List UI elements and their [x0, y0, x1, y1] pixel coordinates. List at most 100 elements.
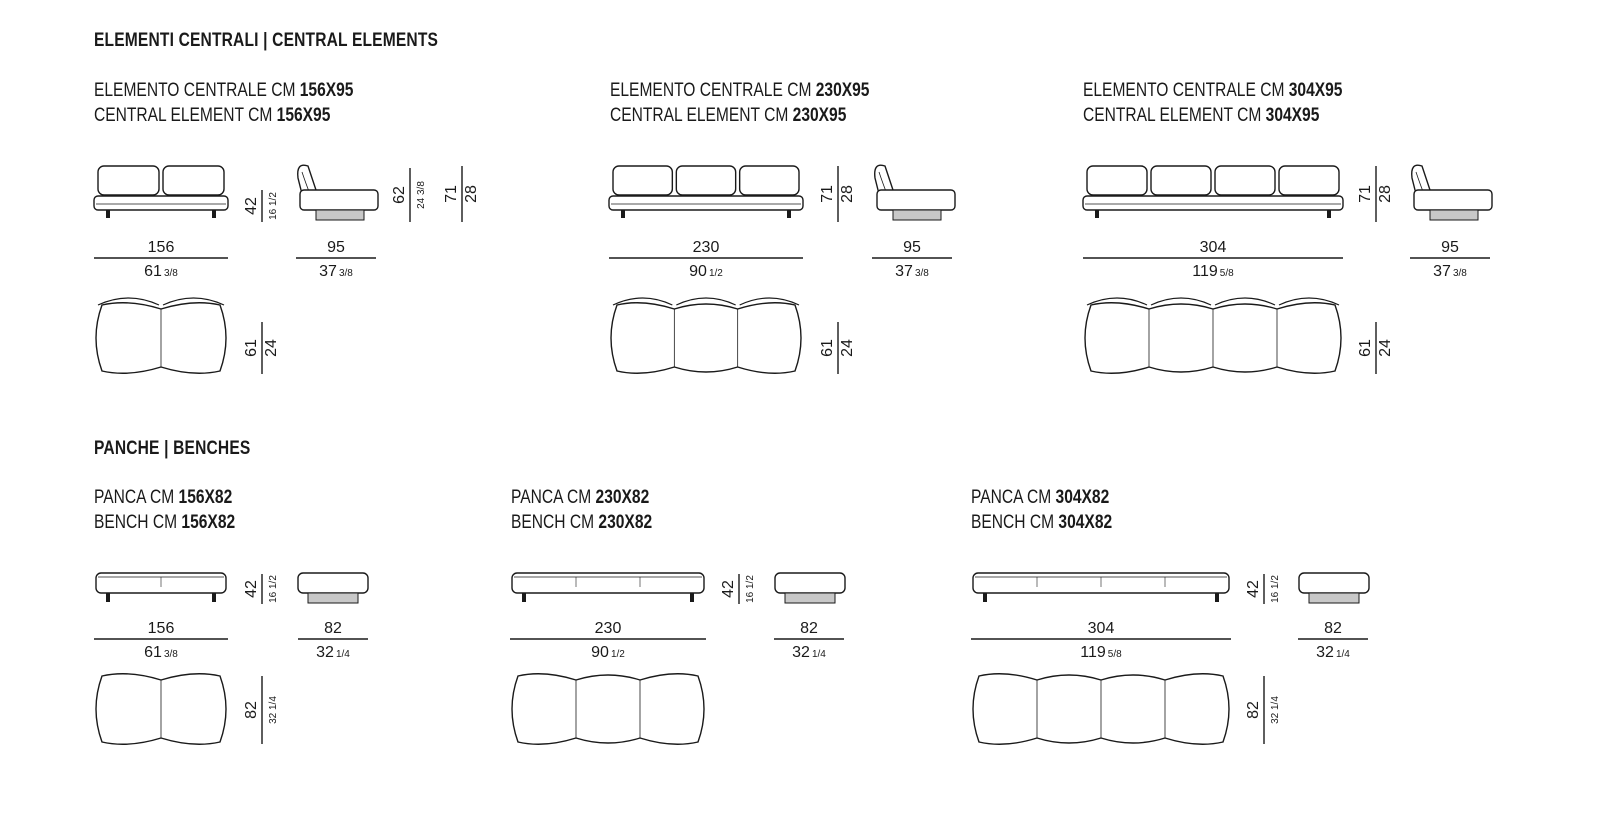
central-230-plan-view [610, 302, 802, 374]
central-156-seat-base [93, 195, 229, 211]
product-title-bench-304: PANCA CM 304X82 BENCH CM 304X82 [971, 487, 1113, 533]
central-156-back-cushion [162, 165, 225, 196]
bench-230-front-width-cm: 230 [595, 620, 622, 637]
central-230-plan-depth-cm: 61 [819, 339, 836, 357]
central-156-front-width-cm: 156 [148, 239, 175, 256]
product-title-bench-156: PANCA CM 156X82 BENCH CM 156X82 [94, 487, 236, 533]
central-230-leg [621, 210, 625, 218]
section-title-central: ELEMENTI CENTRALI | CENTRAL ELEMENTS [94, 30, 439, 51]
bench-230-plan-view [511, 673, 705, 745]
bench-156-plan-view [95, 673, 227, 745]
bench-230-side-width-cm: 82 [800, 620, 818, 637]
product-title-bench-230: PANCA CM 230X82 BENCH CM 230X82 [511, 487, 653, 533]
bench-304-front-width-cm: 304 [1088, 620, 1115, 637]
central-230-height-cm: 71 [819, 185, 836, 203]
central-304-plan-depth-cm: 61 [1357, 339, 1374, 357]
central-304-front-width-cm: 304 [1200, 239, 1227, 256]
bench-156-leg [106, 593, 110, 602]
bench-156-leg [212, 593, 216, 602]
bench-156-bench-plinth [307, 592, 359, 604]
product-title-central-156: ELEMENTO CENTRALE CM 156X95 CENTRAL ELEM… [94, 80, 354, 126]
central-304-plan-back-cushion [1214, 297, 1276, 306]
central-230-plan-outline [610, 302, 802, 374]
central-230-side-view [874, 164, 956, 221]
central-156-plinth [315, 209, 365, 221]
central-304-back-cushion [1214, 165, 1276, 196]
bench-230-bench-top [511, 572, 705, 594]
central-156-total-height-cm: 71 [443, 185, 460, 203]
bench-156-bench-side-top [297, 572, 369, 594]
bench-304-height-in: 16 1/2 [1270, 575, 1281, 603]
bench-230-height-cm: 42 [720, 580, 737, 598]
central-304-front-view [1082, 165, 1344, 218]
bench-156-front-view [95, 572, 227, 602]
bench-304-plan-depth-in: 32 1/4 [1270, 696, 1281, 724]
central-304-seat-base [1082, 195, 1344, 211]
central-230-front-view [608, 165, 804, 218]
central-156-leg [106, 210, 110, 218]
central-304-plinth [1429, 209, 1479, 221]
central-156-back-height-in: 24 3/8 [416, 181, 427, 209]
central-230-back-cushion [675, 165, 737, 196]
central-230-leg [787, 210, 791, 218]
central-156-leg [212, 210, 216, 218]
bench-156-plan-depth-cm: 82 [243, 701, 260, 719]
central-304-plan-view [1084, 302, 1342, 374]
central-230-height-in: 28 [839, 185, 856, 203]
central-230-back-cushion [612, 165, 674, 196]
central-304-height-in: 28 [1377, 185, 1394, 203]
bench-156-plan-depth-in: 32 1/4 [268, 696, 279, 724]
central-156-side-view [297, 164, 379, 221]
central-156-plan-depth-cm: 61 [243, 339, 260, 357]
central-230-side-width-cm: 95 [903, 239, 921, 256]
bench-304-plan-view [972, 673, 1230, 745]
central-304-seat [1413, 189, 1493, 211]
central-230-plan-back-cushion [676, 297, 736, 306]
bench-230-leg [690, 593, 694, 602]
central-156-plan-depth-in: 24 [263, 339, 280, 357]
bench-156-height-in: 16 1/2 [268, 575, 279, 603]
central-230-plan-depth-in: 24 [839, 339, 856, 357]
central-156-back-cushion [97, 165, 160, 196]
central-156-side-width-cm: 95 [327, 239, 345, 256]
bench-156-height-cm: 42 [243, 580, 260, 598]
bench-304-side-width-cm: 82 [1324, 620, 1342, 637]
central-156-seat [299, 189, 379, 211]
bench-304-bench-side-top [1298, 572, 1370, 594]
central-304-plan-depth-in: 24 [1377, 339, 1394, 357]
bench-156-side-width-cm: 82 [324, 620, 342, 637]
bench-156-side-view [297, 572, 369, 604]
central-230-seat [876, 189, 956, 211]
product-title-central-230: ELEMENTO CENTRALE CM 230X95 CENTRAL ELEM… [610, 80, 870, 126]
bench-304-side-view [1298, 572, 1370, 604]
central-156-plan-view [95, 302, 227, 374]
central-230-plinth [892, 209, 942, 221]
bench-304-leg [1215, 593, 1219, 602]
central-156-back-height-cm: 62 [391, 186, 408, 204]
central-304-leg [1327, 210, 1331, 218]
bench-230-side-view [774, 572, 846, 604]
central-230-seat-base [608, 195, 804, 211]
bench-304-bench-plinth [1308, 592, 1360, 604]
central-304-side-width-cm: 95 [1441, 239, 1459, 256]
bench-230-front-view [511, 572, 705, 602]
central-156-front-view [93, 165, 229, 218]
central-156-seat-height-cm: 42 [243, 197, 260, 215]
bench-230-bench-side-top [774, 572, 846, 594]
section-title-benches: PANCHE | BENCHES [94, 438, 251, 459]
central-304-plan-back-cushion [1150, 297, 1212, 306]
central-304-back-cushion [1150, 165, 1212, 196]
bench-230-height-in: 16 1/2 [745, 575, 756, 603]
